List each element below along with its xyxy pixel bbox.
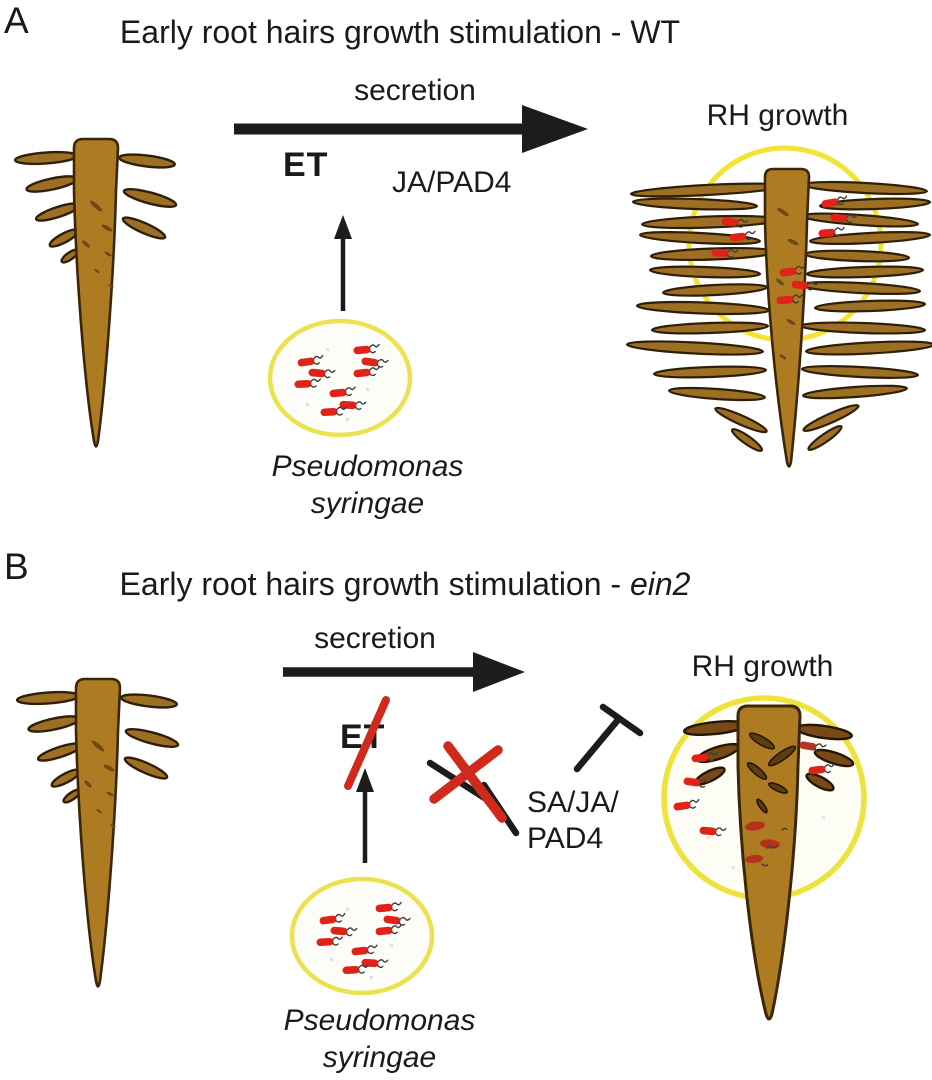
pseudomonas-label-a: Pseudomonas syringae: [260, 448, 475, 522]
pad4-label-b: PAD4: [527, 822, 604, 855]
colony-speckles: [330, 908, 393, 979]
root-stimulated-a: [625, 145, 932, 468]
secretion-arrow-a: [234, 105, 588, 153]
pseudomonas-colony-a: [267, 318, 413, 438]
pseudomonas-line2: syringae: [310, 487, 425, 520]
root-surface-hairs: [84, 740, 116, 828]
panel-b-title-prefix: Early root hairs growth stimulation -: [119, 566, 630, 602]
root-surface-hairs: [746, 732, 797, 814]
colony-speckles: [306, 348, 369, 421]
halo-speckles: [707, 816, 825, 869]
panel-a-letter: A: [4, 0, 29, 41]
pseudomonas-colony-b: [289, 876, 435, 996]
flagella-squiggles: [761, 827, 788, 867]
root-hairs: [13, 150, 178, 264]
root-stimulated-b: [661, 695, 867, 1021]
inhibition-tbar-icon: [573, 703, 644, 773]
colony-circle: [289, 876, 435, 996]
root-untreated-a: [13, 137, 178, 448]
et-label-a: ET: [283, 146, 329, 184]
root-body: [736, 704, 802, 1021]
root-body: [72, 137, 120, 448]
sa-ja-label-b: SA/JA/: [527, 786, 619, 819]
pseudomonas-line2: syringae: [322, 1041, 437, 1074]
pseudomonas-line1: Pseudomonas: [283, 1004, 476, 1037]
root-surface-hairs: [82, 200, 114, 288]
et-blocked-slash-icon: [344, 696, 390, 790]
panel-b-title: Early root hairs growth stimulation - ei…: [55, 566, 755, 603]
secretion-label-b: secretion: [314, 622, 436, 655]
panel-a-title: Early root hairs growth stimulation - WT: [119, 14, 681, 50]
root-body: [74, 677, 122, 988]
root-hairs-short: [682, 720, 855, 792]
root-hairs-long: [625, 180, 932, 452]
bacteria-to-et-arrow-a: [334, 215, 352, 311]
inhibition-blocked-icon: [426, 741, 520, 837]
colony-circle: [267, 318, 413, 438]
root-untreated-b: [15, 677, 180, 988]
secretion-arrow-b: [283, 652, 525, 692]
red-x-icon: [429, 741, 507, 823]
secretion-label-a: secretion: [354, 74, 476, 107]
rh-growth-label-b: RH growth: [691, 650, 834, 683]
root-surface-hairs: [775, 207, 799, 360]
bacteria-to-et-arrow-b: [356, 768, 374, 863]
pseudomonas-label-b: Pseudomonas syringae: [272, 1002, 487, 1076]
root-hairs: [15, 690, 180, 804]
rh-growth-label-a: RH growth: [706, 99, 849, 132]
panel-b-letter: B: [4, 546, 29, 587]
pseudomonas-line1: Pseudomonas: [271, 450, 464, 483]
panel-b-title-mutant: ein2: [629, 566, 691, 602]
ja-pad4-label-a: JA/PAD4: [392, 166, 512, 199]
bacteria-on-root: [745, 821, 780, 864]
